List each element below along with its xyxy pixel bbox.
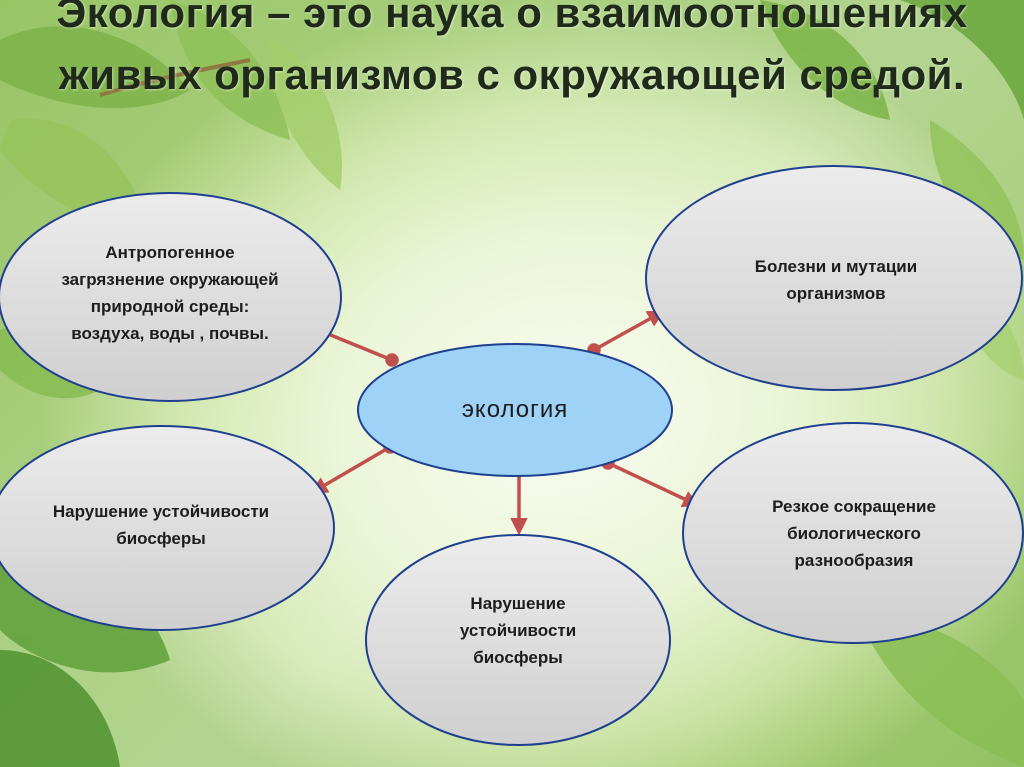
node-diseases-ellipse [645, 165, 1023, 391]
node-diseases-label: Болезни и мутации организмов [754, 257, 918, 303]
node-pollution-label: Антропогенное загрязнение окружающей при… [61, 242, 279, 343]
leaf-decoration [0, 650, 120, 767]
center-ellipse [357, 343, 673, 477]
center-label: экология [461, 396, 569, 423]
node-stability-bottom-label: Нарушение устойчивости биосферы [459, 593, 577, 667]
branch-decoration [99, 58, 251, 97]
leaf-decoration [760, 0, 890, 120]
arrow-to-stability-left [309, 445, 391, 494]
arrow-to-biodiversity [607, 461, 701, 507]
node-stability-left-ellipse [0, 425, 335, 631]
leaf-decoration [0, 26, 190, 109]
arrow-dot [385, 353, 399, 367]
node-pollution-ellipse [0, 192, 342, 402]
leaf-decoration [860, 618, 1024, 767]
leaf-decoration [270, 40, 342, 190]
node-stability-left-label: Нарушение устойчивости биосферы [52, 502, 270, 548]
arrow-to-diseases [593, 310, 666, 352]
node-biodiversity-label: Резкое сокращение биологического разнооб… [772, 496, 936, 570]
page-title: Экология – это наука о взаимоотношениях … [56, 0, 968, 98]
node-biodiversity-ellipse [682, 422, 1024, 644]
leaf-decoration [900, 0, 1024, 120]
node-stability-bottom-ellipse [365, 534, 671, 746]
leaf-decoration [170, 0, 290, 140]
